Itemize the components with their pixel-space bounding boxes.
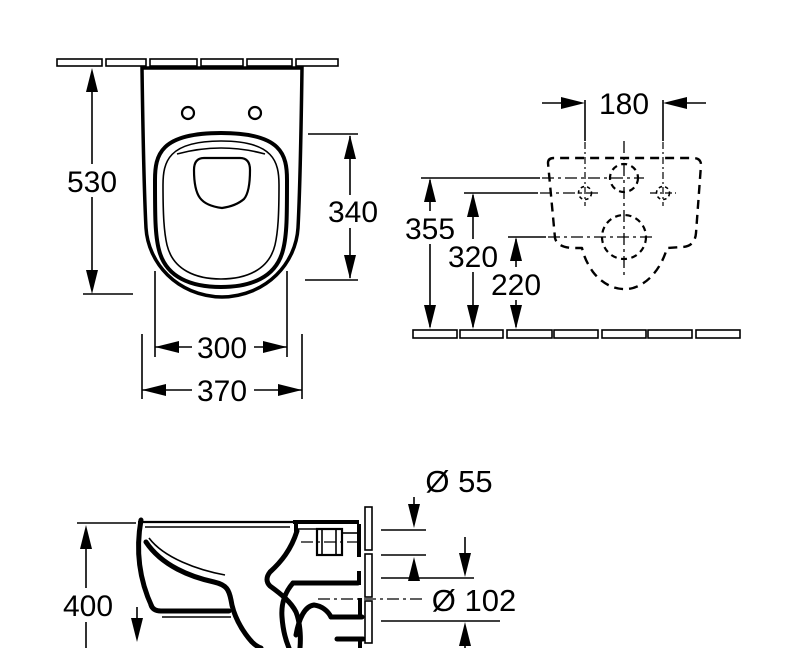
side-view: 400 Ø 55 Ø 102: [58, 464, 522, 648]
arrowhead-up: [424, 178, 436, 202]
toilet-body-outline: [140, 66, 304, 299]
seat-ring-outline: [152, 130, 290, 290]
trap-rear-wall: [279, 580, 296, 648]
label-backing: [58, 588, 118, 621]
dimension-400-label: 400: [63, 590, 113, 623]
dimension-inlet-diameter: Ø 55: [381, 464, 499, 581]
label-backing: [426, 583, 522, 617]
water-inlet-hole: [608, 162, 640, 194]
arrowhead-left: [142, 384, 166, 396]
fixing-hole-left: [577, 185, 593, 201]
bowl-inner-sweep: [143, 539, 264, 648]
arrowhead-down: [510, 305, 522, 329]
dimension-530: 530: [60, 68, 133, 295]
floor-segment: [647, 329, 693, 339]
centerlines: [540, 141, 676, 275]
seat-fixing-hole-right: [247, 105, 263, 121]
foot-bottom: [148, 602, 232, 614]
dimension-370: 370: [141, 334, 303, 408]
arrowhead-right: [263, 341, 287, 353]
wall-section-hatch: [56, 58, 339, 67]
inlet-diameter-label: Ø 55: [425, 464, 492, 499]
wall-segment: [56, 58, 103, 67]
wall-segment: [364, 506, 373, 551]
arrowhead-down: [459, 553, 471, 577]
arrowhead-right: [561, 97, 585, 109]
rear-view: 180 355 320 220: [401, 88, 741, 339]
arrowhead-up: [344, 135, 356, 159]
dimension-400: 400: [58, 522, 143, 648]
label-backing: [419, 464, 499, 498]
dimension-530-label: 530: [67, 166, 117, 199]
seat-ring-inner-line: [162, 140, 280, 280]
label-backing: [444, 239, 502, 272]
plan-view: 530 340 300 370: [56, 58, 385, 408]
wall-segment: [364, 600, 373, 644]
arrowhead-left: [663, 97, 687, 109]
arrowhead-up: [86, 68, 98, 92]
arrowhead-down: [408, 504, 420, 528]
label-backing: [323, 195, 385, 228]
floor-segment: [695, 329, 741, 339]
rear-body-hidden-outline: [546, 156, 703, 291]
outlet-bump: [293, 602, 334, 638]
floor-section-hatch: [412, 329, 741, 339]
floor-segment: [553, 329, 599, 339]
arrowhead-down: [424, 305, 436, 329]
label-backing: [192, 331, 254, 363]
dimension-220-label: 220: [491, 269, 541, 302]
seat-fixing-hole-left: [180, 105, 196, 121]
arrowhead-up: [408, 557, 420, 581]
arrowhead-down: [467, 305, 479, 329]
label-backing: [401, 211, 459, 244]
dimension-220: 220: [487, 236, 546, 329]
fixing-hole-right: [655, 185, 671, 201]
wall-segment: [364, 553, 373, 598]
floor-segment: [506, 329, 553, 339]
wall-section-strip: [364, 506, 373, 644]
floor-segment: [459, 329, 504, 339]
front-edge: [136, 517, 155, 610]
dimension-300: 300: [154, 271, 288, 365]
outlet-diameter-label: Ø 102: [432, 583, 516, 618]
dimension-180: 180: [542, 88, 706, 141]
floor-segment: [412, 329, 458, 339]
bowl-water-outline: [192, 156, 252, 210]
wall-segment: [149, 58, 198, 67]
dimension-320: 320: [444, 192, 538, 329]
dimension-340-label: 340: [328, 196, 378, 229]
dimension-340: 340: [305, 133, 385, 281]
arrowhead-down: [131, 618, 143, 642]
bowl-inner-rim-line: [148, 537, 226, 576]
arrowhead-right: [278, 384, 302, 396]
wall-segment: [295, 58, 339, 67]
wall-segment: [200, 58, 244, 67]
dimension-outlet-diameter: Ø 102: [381, 537, 522, 648]
arrowhead-left: [155, 341, 179, 353]
label-backing: [192, 374, 254, 406]
arrowhead-up: [80, 525, 92, 549]
dimension-370-label: 370: [197, 375, 247, 408]
ceramic-body-section: [136, 517, 428, 648]
wall-segment: [105, 58, 147, 67]
dimension-180-label: 180: [599, 88, 649, 121]
arrowhead-down: [86, 270, 98, 294]
waste-outlet-hole: [600, 213, 648, 261]
arrowhead-up: [459, 622, 471, 646]
arrowhead-up: [510, 237, 522, 261]
arrowhead-up: [467, 193, 479, 217]
dimension-300-label: 300: [197, 332, 247, 365]
arrowhead-down: [344, 255, 356, 279]
label-backing: [487, 267, 545, 300]
floor-segment: [601, 329, 647, 339]
rim-shelf-line: [176, 147, 266, 155]
wall-segment: [246, 58, 293, 67]
label-backing: [60, 164, 124, 197]
